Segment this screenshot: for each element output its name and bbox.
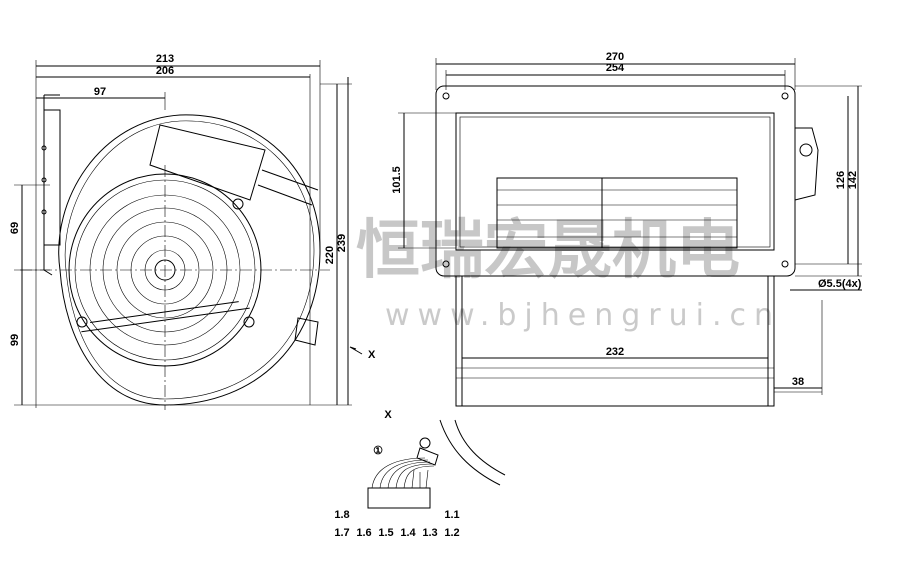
pin-1-3: 1.3 <box>422 527 437 539</box>
detail-x-title: X <box>384 409 392 421</box>
dim-126: 126 <box>835 171 847 189</box>
detail-callout: ① <box>373 445 383 457</box>
pin-1-6: 1.6 <box>356 527 371 539</box>
watermark-url: www.bjhengrui.cn <box>385 298 781 333</box>
pin-1-8: 1.8 <box>334 509 349 521</box>
pin-1-2: 1.2 <box>444 527 459 539</box>
dim-254: 254 <box>606 62 625 74</box>
dim-101-5: 101.5 <box>391 166 403 194</box>
dim-239: 239 <box>336 234 348 252</box>
dim-220: 220 <box>324 246 336 264</box>
dim-270: 270 <box>606 51 624 63</box>
dim-97: 97 <box>94 86 106 98</box>
side-view <box>398 58 862 407</box>
dim-38: 38 <box>792 376 804 388</box>
dim-hole: Ø5.5(4x) <box>818 278 862 290</box>
pin-1-5: 1.5 <box>378 527 393 539</box>
detail-x-connector <box>367 419 506 509</box>
pin-1-7: 1.7 <box>334 527 349 539</box>
dim-232: 232 <box>606 346 624 358</box>
front-view <box>14 60 363 410</box>
pin-labels: 1.1 1.2 1.3 1.4 1.5 1.6 1.7 1.8 <box>334 509 459 539</box>
dim-206: 206 <box>156 65 174 77</box>
dim-142: 142 <box>847 171 859 189</box>
view-marker-x: X <box>368 349 376 361</box>
dim-69: 69 <box>9 222 21 234</box>
dim-99: 99 <box>9 334 21 346</box>
watermark-cn: 恒瑞宏晟机电 <box>356 214 740 288</box>
dim-213: 213 <box>156 53 174 65</box>
pin-1-1: 1.1 <box>444 509 459 521</box>
pin-1-4: 1.4 <box>400 527 416 539</box>
